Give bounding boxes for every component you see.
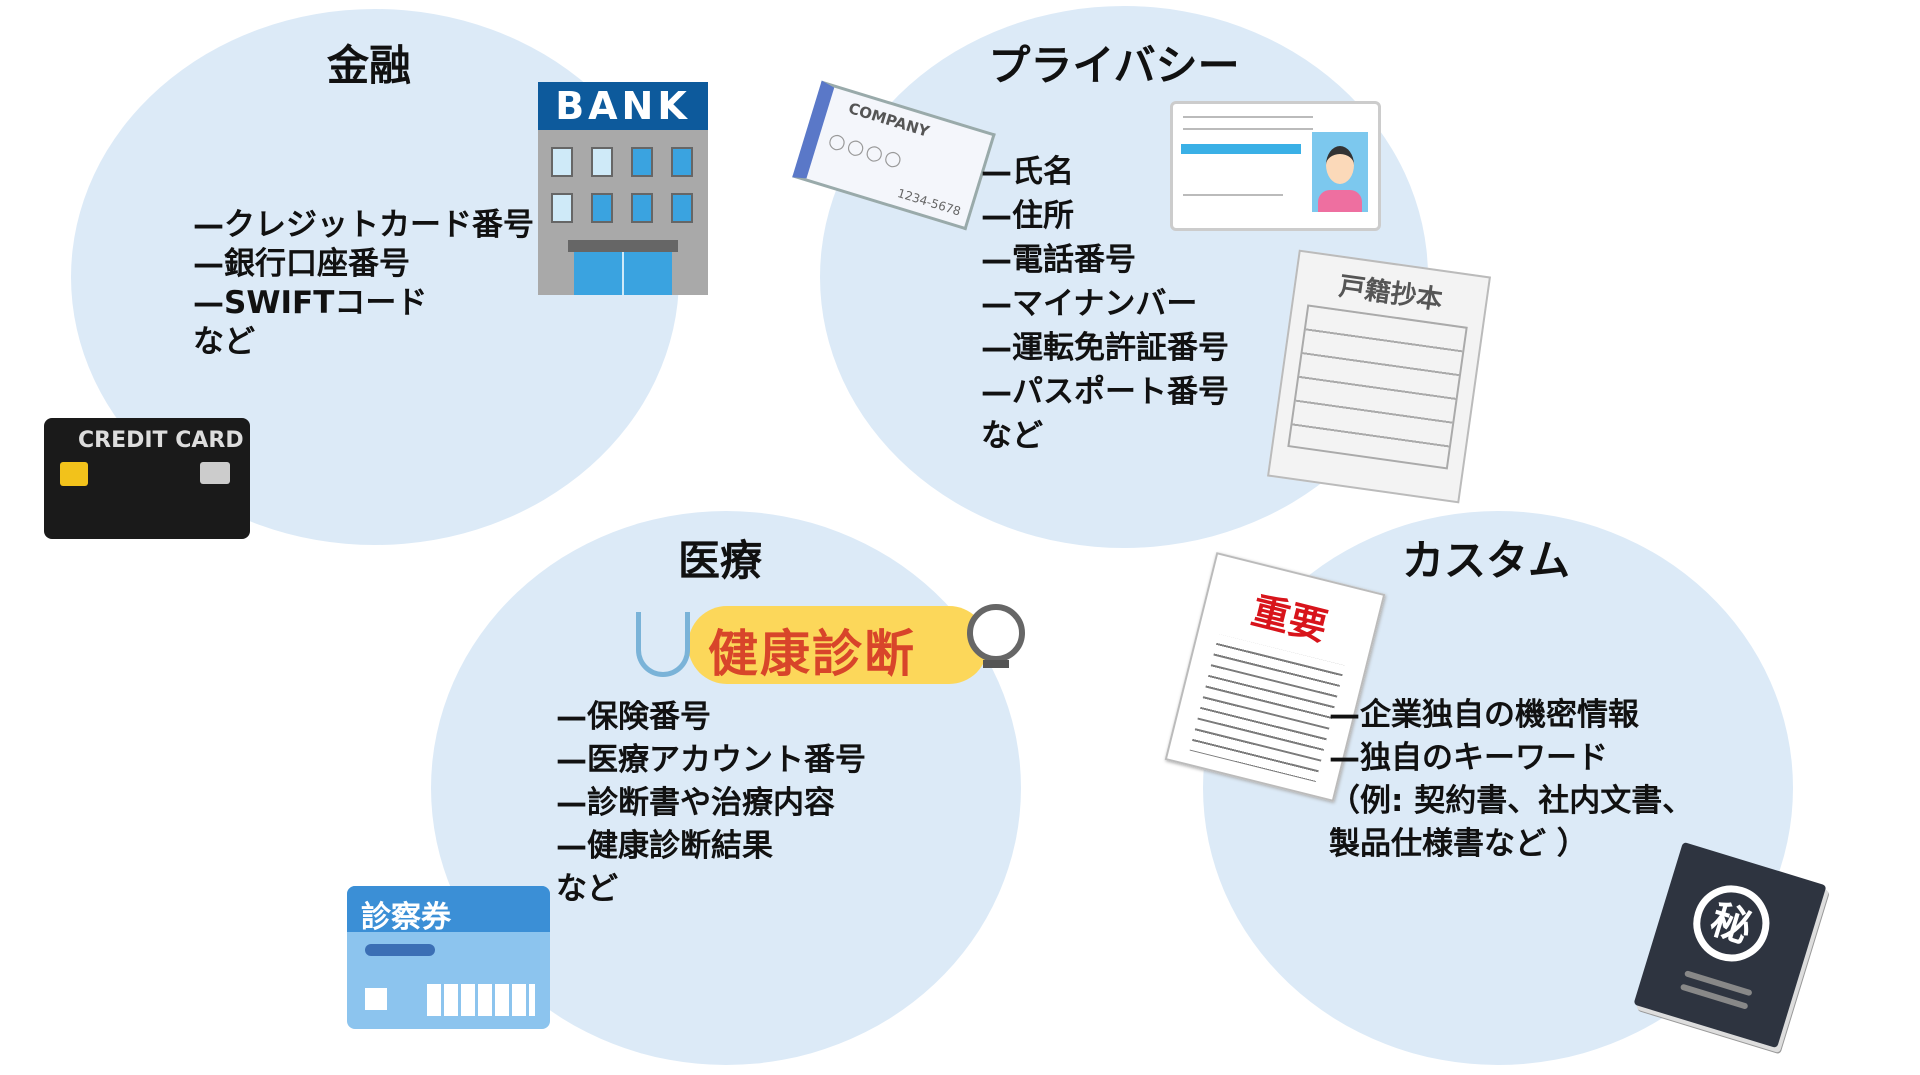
medical-list: —保険番号 —医療アカウント番号 —診断書や治療内容 —健康診断結果 など xyxy=(556,696,866,911)
circles-icon: ○○○○ xyxy=(825,126,908,173)
secret-mark: 秘 xyxy=(1705,896,1757,953)
list-item: —診断書や治療内容 xyxy=(556,785,835,821)
list-item: —クレジットカード番号 xyxy=(193,207,534,243)
patient-card-icon: 診察券 xyxy=(347,886,550,1029)
privacy-title: プライバシー xyxy=(988,41,1240,90)
family-register-document-icon: 戸籍抄本 xyxy=(1267,249,1491,504)
list-item: —医療アカウント番号 xyxy=(556,742,866,778)
custom-list: —企業独自の機密情報 —独自のキーワード （例: 契約書、社内文書、 製品仕様書… xyxy=(1329,694,1693,866)
chip-icon xyxy=(60,462,88,486)
list-item: —氏名 xyxy=(981,154,1074,190)
list-item: など xyxy=(193,324,255,360)
finance-list: —クレジットカード番号 —銀行口座番号 —SWIFTコード など xyxy=(193,206,534,362)
list-item: （例: 契約書、社内文書、 xyxy=(1329,783,1694,819)
custom-title: カスタム xyxy=(1401,536,1571,585)
medical-title: 医療 xyxy=(677,536,763,585)
credit-card-label: CREDIT CARD xyxy=(78,428,244,453)
hologram-icon xyxy=(200,462,230,484)
health-checkup-banner-icon: 健康診断 xyxy=(628,600,1031,689)
bank-windows-icon xyxy=(551,147,693,295)
list-item: —SWIFTコード xyxy=(193,285,428,321)
list-item: —マイナンバー xyxy=(981,286,1198,322)
list-item: —独自のキーワード xyxy=(1329,740,1608,776)
bank-building-icon: BANK xyxy=(538,82,708,295)
list-item: —電話番号 xyxy=(981,242,1136,278)
list-item: —運転免許証番号 xyxy=(981,330,1229,366)
health-checkup-label: 健康診断 xyxy=(708,625,916,683)
list-item: 製品仕様書など ） xyxy=(1329,826,1588,862)
list-item: —銀行口座番号 xyxy=(193,246,410,282)
credit-card-icon: CREDIT CARD xyxy=(44,418,250,539)
list-item: —健康診断結果 xyxy=(556,828,773,864)
list-item: —保険番号 xyxy=(556,699,711,735)
gauge-icon xyxy=(967,604,1025,662)
photo-icon xyxy=(1312,132,1368,212)
patient-card-label: 診察券 xyxy=(361,900,451,935)
privacy-list: —氏名 —住所 —電話番号 —マイナンバー —運転免許証番号 —パスポート番号 … xyxy=(981,150,1229,458)
list-item: —企業独自の機密情報 xyxy=(1329,697,1639,733)
driver-license-icon xyxy=(1170,101,1381,231)
list-item: など xyxy=(556,871,618,907)
list-item: —住所 xyxy=(981,198,1074,234)
stethoscope-icon xyxy=(636,612,690,677)
list-item: —パスポート番号 xyxy=(981,374,1229,410)
bank-sign: BANK xyxy=(538,82,708,130)
finance-title: 金融 xyxy=(326,41,412,90)
list-item: など xyxy=(981,418,1043,454)
